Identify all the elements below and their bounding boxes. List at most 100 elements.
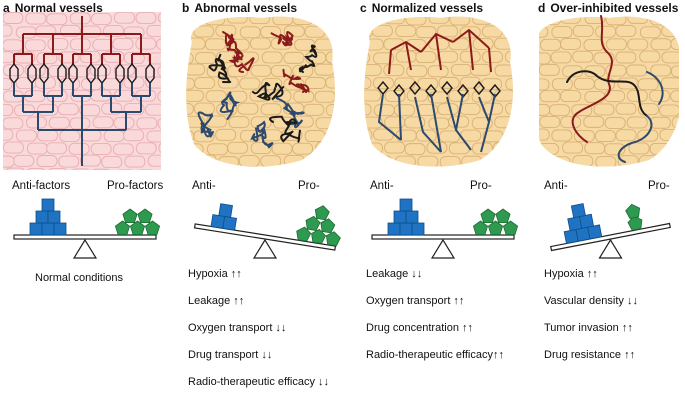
tissue-cell [495,169,515,170]
tissue-cell [449,16,471,26]
tissue-cell [283,51,305,64]
tissue-cell [5,167,25,170]
tissue-cell [325,130,335,143]
tissue-cell [517,90,519,101]
tissue-cell [549,156,571,167]
tissue-cell [461,155,483,167]
tissue-cell [539,103,551,116]
capillary-vessel [566,70,648,117]
normal-tissue-illustration [3,12,161,170]
tissue-cell [517,142,519,153]
tissue-cell [539,142,559,155]
vein-tree [13,83,151,166]
tissue-cell [439,156,461,167]
tissue-cell [560,16,582,24]
tissue-cell [3,64,24,77]
tissue-cell [292,142,314,155]
tissue-cell [195,52,216,65]
tissue-cell [504,24,513,37]
tissue-cell [364,155,372,167]
tissue-cell [339,116,341,127]
condition-item: Drug transport ↓↓ [188,349,273,361]
tissue-cell [364,77,372,90]
tissue-cell [517,66,519,77]
tissue-cell [314,63,335,76]
pro-factor-block [305,215,321,231]
tissue-cell [157,117,161,129]
tissue-cell [672,169,679,170]
tissue-cell [238,155,260,167]
condition-item: Hypoxia ↑↑ [188,268,242,280]
tissue-cell [649,169,669,170]
tissue-cell [37,103,59,116]
tissue-cell [158,12,161,24]
tissue-cell [3,141,24,154]
pro-factor-block [122,208,138,223]
tissue-cell [217,156,239,167]
tissue-cell [271,142,293,155]
tissue-cell [560,90,582,103]
tissue-cell [57,103,79,116]
artery-branches [388,28,492,75]
tissue-cell [364,142,383,155]
anti-heavy-seesaw [550,203,671,259]
condition-item: Radio-therapeutic efficacy↑↑ [366,349,504,361]
tissue-cell [205,38,226,51]
tissue-cell [627,168,647,170]
over-inhibited-vessel-network [539,15,679,170]
tissue-cell [15,129,37,142]
tissue-cell [583,115,605,128]
tissue-cell [325,104,335,117]
tissue-cell [147,154,161,167]
tissue-cell [36,52,58,65]
tissue-cell [595,156,617,167]
tissue-cell [364,51,370,64]
tissue-cell [186,24,193,37]
artery-branch [43,44,63,64]
tissue-cell [364,38,384,51]
balanced-seesaw [13,198,161,259]
tissue-cell [448,38,470,51]
anti-label: Anti- [370,180,394,192]
tissue-cell [364,103,372,116]
tissue-cell [626,64,647,77]
tissue-cell [136,117,158,130]
pro-factor-block [627,215,643,231]
tissue-cell [227,141,249,154]
tissue-cell [494,64,513,77]
tissue-cell [551,129,573,142]
tissue-cell [585,168,605,170]
anti-label: Anti- [544,180,568,192]
balanced-seesaw [371,198,519,259]
tissue-cell [649,89,671,102]
tissue-cell [186,37,206,50]
tissue-cell [103,129,125,142]
tissue-cell [670,37,679,50]
tissue-cell [24,39,46,52]
sparse-vessels [566,15,664,163]
tissue-cell [593,103,615,116]
tissue-cell [26,168,46,170]
tissue-cell [539,90,561,103]
capillary-loop [409,80,421,96]
tissue-cell [493,89,513,102]
pro-factor-block [625,203,641,220]
balance-seesaw [180,190,350,265]
tissue-cell [325,76,335,89]
tissue-cell [459,50,481,63]
tissue-cell [649,142,671,155]
pro-label: Pro- [470,180,492,192]
pro-factor-block [144,220,161,235]
tissue-cell [3,51,15,64]
tissue-cell [459,103,481,116]
tissue-cell [157,65,161,77]
tissue-cell [271,169,291,170]
tissue-cell [517,12,519,23]
artery-branch [101,44,121,64]
tissue-cell [482,50,503,63]
tissue-cell [515,116,519,127]
tissue-cell [293,90,315,103]
